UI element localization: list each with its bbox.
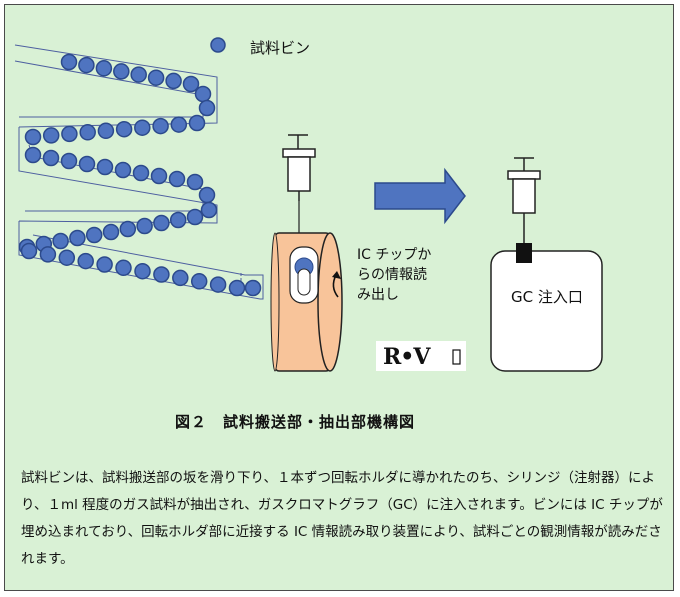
sample-bottle xyxy=(60,53,78,71)
sample-bottle xyxy=(172,269,189,287)
sample-bottle xyxy=(79,124,96,141)
sample-bottle xyxy=(198,186,216,204)
sample-bottle xyxy=(95,60,113,77)
logo-box xyxy=(376,341,466,371)
sample-bottle xyxy=(119,220,137,238)
sample-bottle xyxy=(134,262,151,280)
sample-bottle xyxy=(96,256,113,273)
syringe-left xyxy=(282,134,316,233)
sample-bottle xyxy=(134,119,151,136)
sample-bottle xyxy=(168,170,186,188)
sample-bottle xyxy=(170,116,188,133)
sample-bottle xyxy=(194,85,212,103)
syringe-right xyxy=(507,157,541,243)
ic-reader-label: IC チップか らの情報読 み出し xyxy=(357,247,432,303)
sample-bottle xyxy=(182,75,200,93)
sample-bottle xyxy=(102,223,120,241)
sample-bottle xyxy=(132,164,150,182)
sample-bottle xyxy=(228,279,246,297)
sample-bottles xyxy=(18,53,262,297)
sample-bottle xyxy=(150,167,168,185)
sample-bottle xyxy=(52,232,69,250)
sample-bottle xyxy=(115,259,132,277)
sample-bottle xyxy=(42,149,60,167)
sample-bottle xyxy=(69,229,86,247)
sample-bottle xyxy=(77,252,94,270)
sample-bottle xyxy=(153,214,170,232)
sample-bottle xyxy=(58,249,76,266)
legend-label: 試料ビン xyxy=(250,39,311,57)
rotating-holder xyxy=(270,232,343,372)
sample-bottle xyxy=(165,72,182,90)
gc-unit xyxy=(490,250,603,372)
logo: R•V xyxy=(383,344,430,370)
sample-bottle xyxy=(42,127,60,144)
sample-bottle xyxy=(20,242,38,260)
sample-bottle xyxy=(186,208,204,226)
sample-bottle xyxy=(153,266,170,283)
sample-bottle xyxy=(114,161,132,179)
sample-bottle xyxy=(186,173,204,191)
sample-bottle xyxy=(24,128,42,146)
sample-bottle xyxy=(130,66,147,83)
sample-bottle xyxy=(24,146,42,164)
sample-bottle xyxy=(136,217,153,235)
figure-caption: 図２ 試料搬送部・抽出部機構図 xyxy=(174,413,415,431)
sample-bottle xyxy=(200,201,218,219)
sample-bottle xyxy=(61,125,78,143)
sample-bottle xyxy=(152,117,169,135)
sample-bottle xyxy=(60,152,78,170)
flow-arrow xyxy=(374,167,466,225)
sample-bottle xyxy=(115,120,133,138)
sample-bottle xyxy=(39,246,57,263)
logo-bottle-icon xyxy=(452,349,461,365)
legend-bottle-icon xyxy=(210,37,226,53)
sample-bottle xyxy=(85,226,103,244)
mechanism-diagram xyxy=(14,37,603,372)
sample-bottle xyxy=(188,114,206,132)
sample-bottle xyxy=(78,56,95,74)
sample-bottle xyxy=(147,69,165,86)
sample-bottle xyxy=(190,273,208,290)
sample-bottle xyxy=(198,99,216,117)
gc-injection-port xyxy=(516,243,532,263)
description-text: 試料ビンは、試料搬送部の坂を滑り下り、１本ずつ回転ホルダに導かれたのち、シリンジ… xyxy=(21,470,663,567)
sample-bottle xyxy=(209,276,227,293)
sample-bottle xyxy=(97,122,115,140)
sample-bottle xyxy=(169,211,187,229)
sample-bottle xyxy=(96,158,114,176)
gc-label: GC 注入口 xyxy=(511,288,583,306)
sample-bottle xyxy=(78,155,96,173)
sample-bottle xyxy=(244,279,262,297)
diagram-panel: R•V 試料ビン IC チップか らの情報読 み出し GC 注入口 図２ 試料搬… xyxy=(4,4,674,591)
sample-bottle xyxy=(113,63,130,80)
